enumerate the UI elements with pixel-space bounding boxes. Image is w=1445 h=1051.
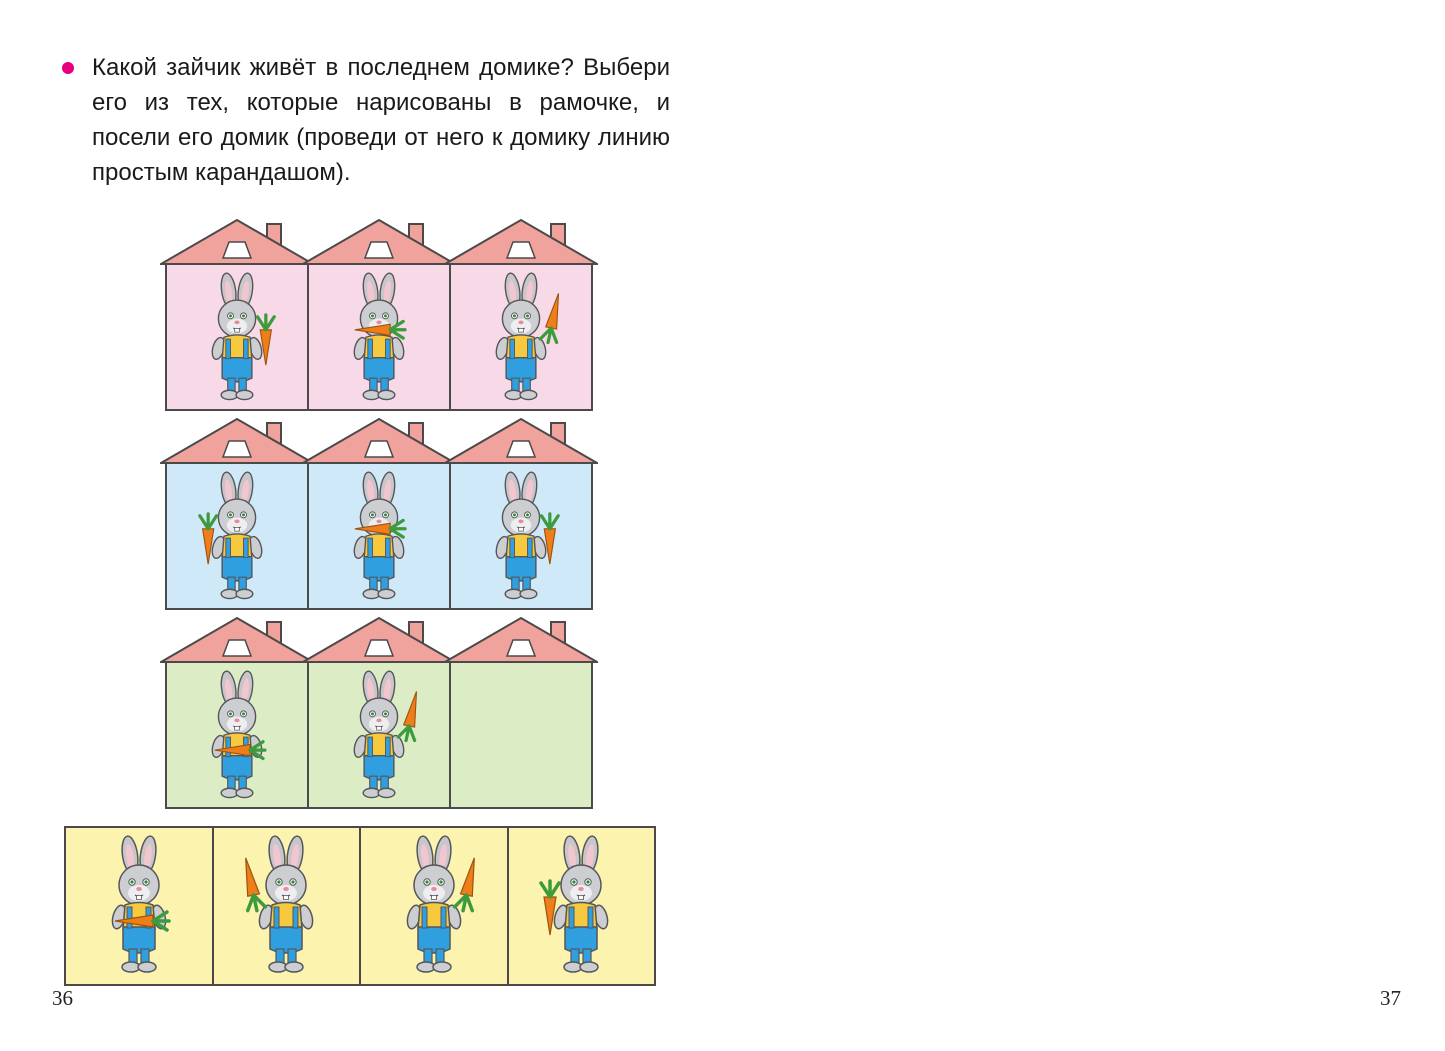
house xyxy=(157,417,317,610)
options-cells xyxy=(66,828,654,984)
house xyxy=(441,417,601,610)
house xyxy=(441,218,601,411)
option-cell xyxy=(361,828,509,984)
option-cell xyxy=(66,828,214,984)
options-frame xyxy=(64,826,656,986)
page-left: Какой зайчик живёт в последнем домике? В… xyxy=(0,0,722,1051)
house xyxy=(157,218,317,411)
house xyxy=(157,616,317,809)
attic-window xyxy=(221,241,253,259)
option-cell xyxy=(214,828,361,984)
carrot-icon xyxy=(114,910,171,932)
bunny xyxy=(211,670,267,799)
carrot-icon xyxy=(198,512,219,565)
bunny xyxy=(353,272,407,401)
attic-window xyxy=(505,639,537,657)
carrot-icon xyxy=(245,857,268,913)
bunny xyxy=(245,835,314,973)
task-text: Какой зайчик живёт в последнем домике? В… xyxy=(92,54,670,186)
carrot-icon xyxy=(255,313,276,366)
carrot-icon xyxy=(538,293,560,345)
house xyxy=(441,616,601,809)
attic-window xyxy=(221,639,253,657)
carrot-icon xyxy=(396,691,418,743)
carrot-icon xyxy=(214,740,267,761)
attic-window xyxy=(505,241,537,259)
bunny xyxy=(406,835,475,973)
house xyxy=(299,218,459,411)
option-cell xyxy=(509,828,655,984)
attic-window xyxy=(221,440,253,458)
bunny xyxy=(353,471,407,600)
bunny xyxy=(353,670,418,799)
attic-window xyxy=(363,639,395,657)
attic-window xyxy=(363,440,395,458)
bunny xyxy=(539,835,609,973)
carrot-icon xyxy=(354,518,407,539)
page-number-right: 37 xyxy=(1380,986,1401,1010)
carrot-icon xyxy=(539,879,561,936)
houses-illustration xyxy=(157,218,601,815)
page-number-left: 36 xyxy=(52,986,73,1010)
bullet-dot xyxy=(62,62,74,74)
bunny xyxy=(495,471,560,600)
page-right: Медвежонок пригласил в гости друзей.Помо… xyxy=(722,0,1445,1051)
attic-window xyxy=(363,241,395,259)
carrot-icon xyxy=(354,319,407,340)
houses-row xyxy=(157,616,601,812)
attic-window xyxy=(505,440,537,458)
bunny xyxy=(495,272,560,401)
bunny xyxy=(111,835,171,973)
carrot-icon xyxy=(539,512,560,565)
bunny xyxy=(198,471,263,600)
task-block: Какой зайчик живёт в последнем домике? В… xyxy=(92,50,670,190)
houses-row xyxy=(157,218,601,414)
house xyxy=(299,417,459,610)
houses-row xyxy=(157,417,601,613)
house xyxy=(299,616,459,809)
carrot-icon xyxy=(452,857,475,913)
bunny xyxy=(211,272,276,401)
